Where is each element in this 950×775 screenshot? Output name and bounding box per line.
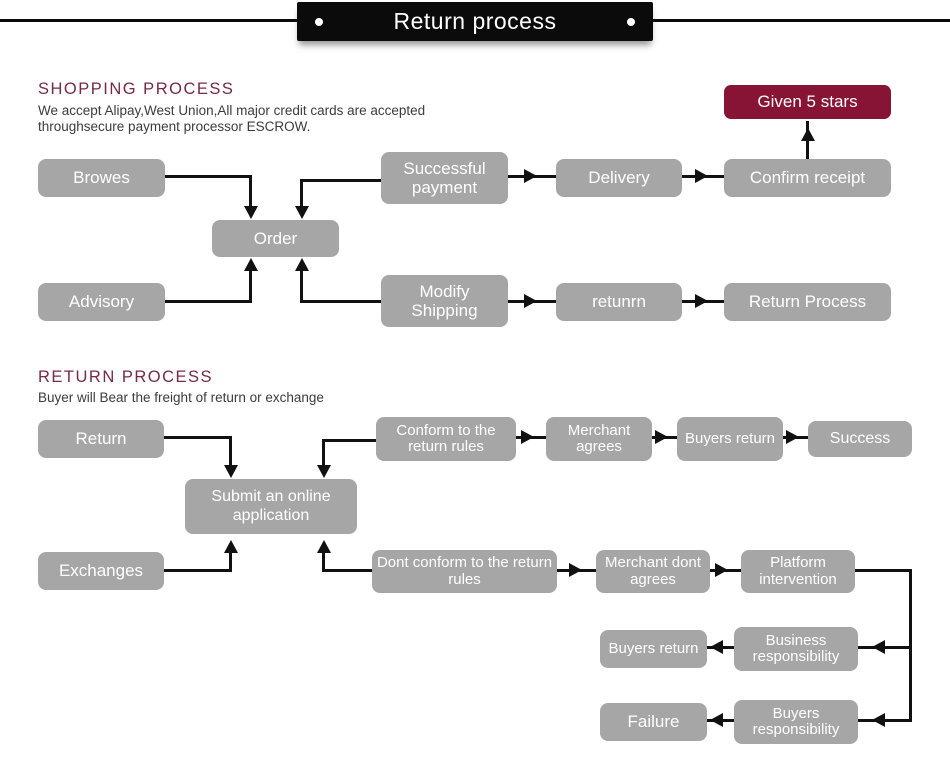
arrowhead-right-to-confirm-receipt: [695, 169, 708, 183]
flow-node-order: Order: [212, 220, 339, 257]
flow-node-delivery: Delivery: [556, 159, 682, 197]
arrowhead-down-into-submit-right: [317, 465, 331, 478]
flow-node-successful-payment: Successful payment: [381, 152, 508, 204]
arrowhead-right-to-retunrn: [524, 294, 537, 308]
flow-node-platform-intervention: Platform intervention: [741, 550, 855, 593]
arrowhead-left-to-buyers-return-bottom: [710, 640, 723, 654]
arrowhead-down-into-order-right: [295, 206, 309, 219]
arrowhead-right-to-merchant-agrees: [521, 430, 534, 444]
connector-return-to-submit-drop: [229, 436, 232, 466]
flow-node-advisory: Advisory: [38, 283, 165, 321]
shopping-section-description-line1: We accept Alipay,West Union,All major cr…: [38, 103, 426, 118]
arrowhead-up-into-order-left: [244, 258, 258, 271]
arrowhead-down-into-order-left: [244, 206, 258, 219]
flow-node-exchanges: Exchanges: [38, 552, 164, 590]
connector-platform-down-rail: [909, 569, 912, 722]
flow-node-merchant-dont-agrees: Merchant dont agrees: [596, 550, 710, 593]
shopping-section-heading: SHOPPING PROCESS: [38, 80, 235, 98]
page-title: Return process: [393, 8, 557, 34]
arrowhead-up-to-given-5-stars: [801, 128, 815, 141]
connector-exchanges-to-submit: [160, 569, 232, 572]
arrowhead-up-into-submit-left: [224, 540, 238, 553]
banner-rule-right: [651, 19, 950, 22]
arrowhead-right-to-buyers-return-top: [655, 430, 668, 444]
arrowhead-right-to-merchant-dont-agrees: [569, 563, 582, 577]
connector-conform-to-submit-drop: [322, 439, 325, 466]
arrowhead-left-to-buyers-responsibility: [872, 713, 885, 727]
arrowhead-down-into-submit-left: [224, 465, 238, 478]
arrowhead-right-to-success: [786, 430, 799, 444]
shopping-section-description-line2: throughsecure payment processor ESCROW.: [38, 119, 311, 134]
flow-node-success: Success: [808, 421, 912, 457]
flow-node-retunrn: retunrn: [556, 283, 682, 321]
arrowhead-up-into-order-right: [295, 258, 309, 271]
title-banner: Return process: [297, 2, 653, 41]
flow-node-return-process: Return Process: [724, 283, 891, 321]
connector-advisory-to-order-rise: [249, 269, 252, 302]
connector-platform-out-right: [855, 569, 912, 572]
connector-browes-to-order: [160, 175, 252, 178]
banner-dot-right-icon: [627, 18, 635, 26]
connector-return-to-submit: [160, 436, 232, 439]
banner-dot-left-icon: [315, 18, 323, 26]
flow-node-buyers-responsibility: Buyers responsibility: [734, 700, 858, 744]
flow-node-dont-conform-rules: Dont conform to the return rules: [372, 550, 557, 593]
flow-node-buyers-return-bottom: Buyers return: [600, 630, 707, 668]
flow-node-business-responsibility: Business responsibility: [734, 627, 858, 671]
arrowhead-right-to-platform-intervention: [715, 563, 728, 577]
arrowhead-right-to-delivery: [524, 169, 537, 183]
banner-rule-left: [0, 19, 299, 22]
flow-node-given-5-stars: Given 5 stars: [724, 85, 891, 119]
arrowhead-left-to-failure: [710, 713, 723, 727]
flow-node-submit-application: Submit an online application: [185, 479, 357, 534]
flow-node-merchant-agrees: Merchant agrees: [546, 417, 652, 461]
connector-exchanges-to-submit-rise: [229, 552, 232, 571]
flow-node-confirm-receipt: Confirm receipt: [724, 159, 891, 197]
flow-node-buyers-return-top: Buyers return: [677, 417, 783, 461]
connector-modify-shipping-to-order: [300, 300, 385, 303]
flow-node-modify-shipping: Modify Shipping: [381, 275, 508, 327]
arrowhead-right-to-return-process: [695, 294, 708, 308]
arrowhead-left-to-business-responsibility: [872, 640, 885, 654]
connector-dont-conform-to-submit-rise: [322, 552, 325, 571]
arrowhead-up-into-submit-right: [317, 540, 331, 553]
flow-node-return: Return: [38, 420, 164, 458]
flow-node-browes: Browes: [38, 159, 165, 197]
return-section-heading: RETURN PROCESS: [38, 368, 214, 386]
connector-advisory-to-order: [160, 300, 252, 303]
connector-successful-payment-to-order: [300, 179, 385, 182]
flow-node-failure: Failure: [600, 703, 707, 741]
connector-dont-conform-to-submit: [322, 569, 372, 572]
connector-browes-to-order-drop: [249, 175, 252, 207]
connector-successful-payment-to-order-drop: [300, 179, 303, 207]
return-section-description-line1: Buyer will Bear the freight of return or…: [38, 390, 324, 405]
connector-modify-shipping-to-order-rise: [300, 269, 303, 302]
flow-node-conform-rules: Conform to the return rules: [376, 417, 516, 461]
connector-conform-to-submit: [322, 439, 376, 442]
